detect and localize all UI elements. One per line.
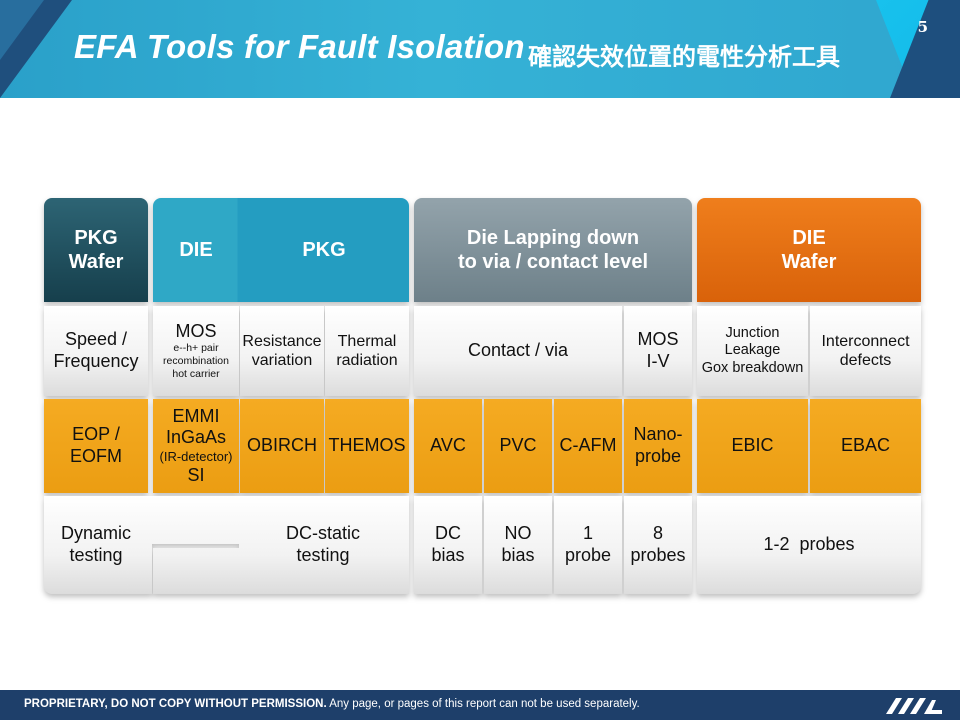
cell-resistance-variation: Resistance variation — [240, 306, 324, 396]
nanoprobe-line2: probe — [634, 446, 682, 466]
emmi-line1: EMMI — [172, 405, 220, 426]
junction-line2: Leakage — [724, 342, 781, 359]
mos-iv-line1: MOS — [637, 329, 679, 350]
nanoprobe-line1: Nano- — [633, 424, 683, 445]
header-die-wafer-line2: Wafer — [781, 251, 837, 273]
cell-1-2-probes: 1-2 probes — [697, 496, 921, 594]
eight-probes-line2: probes — [630, 545, 686, 565]
mos-detail-3: hot carrier — [172, 368, 220, 381]
mos-detail-2: recombination — [163, 355, 229, 368]
footer-notice-text: Any page, or pages of this report can no… — [326, 698, 640, 710]
footer-notice: PROPRIETARY, DO NOT COPY WITHOUT PERMISS… — [24, 698, 640, 710]
footer-notice-bold: PROPRIETARY, DO NOT COPY WITHOUT PERMISS… — [24, 698, 327, 710]
cell-emmi: EMMI InGaAs (IR-detector) SI — [153, 399, 239, 493]
thermal-line2: radiation — [336, 352, 398, 369]
company-logo-icon — [886, 698, 942, 714]
eight-probes-line1: 8 — [652, 523, 663, 544]
cell-eight-probes: 8 probes — [624, 496, 692, 594]
junction-line3: Gox breakdown — [701, 359, 804, 376]
dynamic-line1: Dynamic — [60, 523, 131, 544]
header-pkg-wafer: PKG Wafer — [44, 198, 148, 302]
header-die-lapping: Die Lapping down to via / contact level — [414, 198, 692, 302]
emmi-line2: InGaAs — [165, 427, 227, 448]
header-lapping-line2: to via / contact level — [457, 251, 649, 273]
eop-line1: EOP / — [72, 424, 120, 445]
cell-nanoprobe: Nano- probe — [624, 399, 692, 493]
cell-no-bias: NO bias — [484, 496, 552, 594]
dc-bias-line1: DC — [435, 523, 461, 544]
interconnect-line2: defects — [839, 352, 892, 369]
efa-tools-table: PKG Wafer DIE PKG Die Lapping down to vi… — [44, 198, 921, 594]
speed-line1: Speed / — [64, 329, 128, 350]
mos-iv-line2: I-V — [646, 351, 670, 371]
resistance-line2: variation — [251, 352, 313, 369]
cell-contact-via: Contact / via — [414, 306, 622, 396]
header-pkg-wafer-line2: Wafer — [68, 251, 124, 273]
cell-dc-bias: DC bias — [414, 496, 482, 594]
dynamic-line2: testing — [69, 545, 123, 565]
cell-pvc: PVC — [484, 399, 552, 493]
thermal-line1: Thermal — [337, 332, 397, 350]
cell-avc: AVC — [414, 399, 482, 493]
page-title: EFA Tools for Fault Isolation — [74, 28, 525, 65]
mos-title: MOS — [175, 320, 217, 341]
no-bias-line2: bias — [501, 545, 535, 565]
cell-mos: MOS e--h+ pair recombination hot carrier — [153, 306, 239, 396]
page-subtitle: 確認失效位置的電性分析工具 — [528, 44, 840, 71]
dc-static-line2: testing — [296, 545, 350, 565]
dc-static-line1: DC-static — [285, 523, 360, 544]
header-die-wafer: DIE Wafer — [697, 198, 921, 302]
cell-c-afm: C-AFM — [554, 399, 622, 493]
one-probe-line2: probe — [564, 545, 612, 565]
header-die: DIE — [179, 239, 213, 261]
cell-speed-frequency: Speed / Frequency — [44, 306, 148, 396]
footer-bar: PROPRIETARY, DO NOT COPY WITHOUT PERMISS… — [0, 690, 960, 720]
cell-obirch: OBIRCH — [240, 399, 324, 493]
cell-themos: THEMOS — [325, 399, 409, 493]
header-die-pkg: DIE PKG — [153, 198, 409, 302]
resistance-line1: Resistance — [242, 332, 322, 350]
mos-detail-1: e--h+ pair — [173, 342, 219, 355]
page-number: 5 — [917, 18, 928, 36]
one-probe-line1: 1 — [582, 523, 593, 544]
banner-decoration-left-inner — [0, 0, 44, 60]
no-bias-line1: NO — [504, 523, 532, 544]
title-banner: EFA Tools for Fault Isolation 確認失效位置的電性分… — [0, 0, 960, 98]
eop-line2: EOFM — [70, 446, 122, 466]
cell-thermal-radiation: Thermal radiation — [325, 306, 409, 396]
cell-ebac: EBAC — [810, 399, 921, 493]
junction-line1: Junction — [725, 324, 780, 341]
interconnect-line1: Interconnect — [821, 332, 910, 350]
si-label: SI — [187, 464, 205, 485]
cell-one-probe: 1 probe — [554, 496, 622, 594]
header-pkg: PKG — [302, 239, 346, 261]
header-lapping-line1: Die Lapping down — [466, 227, 640, 249]
dc-bias-line2: bias — [431, 545, 465, 565]
cell-eop-eofm: EOP / EOFM — [44, 399, 148, 493]
speed-line2: Frequency — [53, 351, 139, 371]
header-pkg-wafer-line1: PKG — [74, 227, 118, 249]
cell-junction-leakage: Junction Leakage Gox breakdown — [697, 306, 808, 396]
cell-mos-iv: MOS I-V — [624, 306, 692, 396]
cell-interconnect-defects: Interconnect defects — [810, 306, 921, 396]
header-die-wafer-line1: DIE — [792, 227, 826, 249]
ir-detector-label: (IR-detector) — [159, 449, 233, 464]
cell-ebic: EBIC — [697, 399, 808, 493]
